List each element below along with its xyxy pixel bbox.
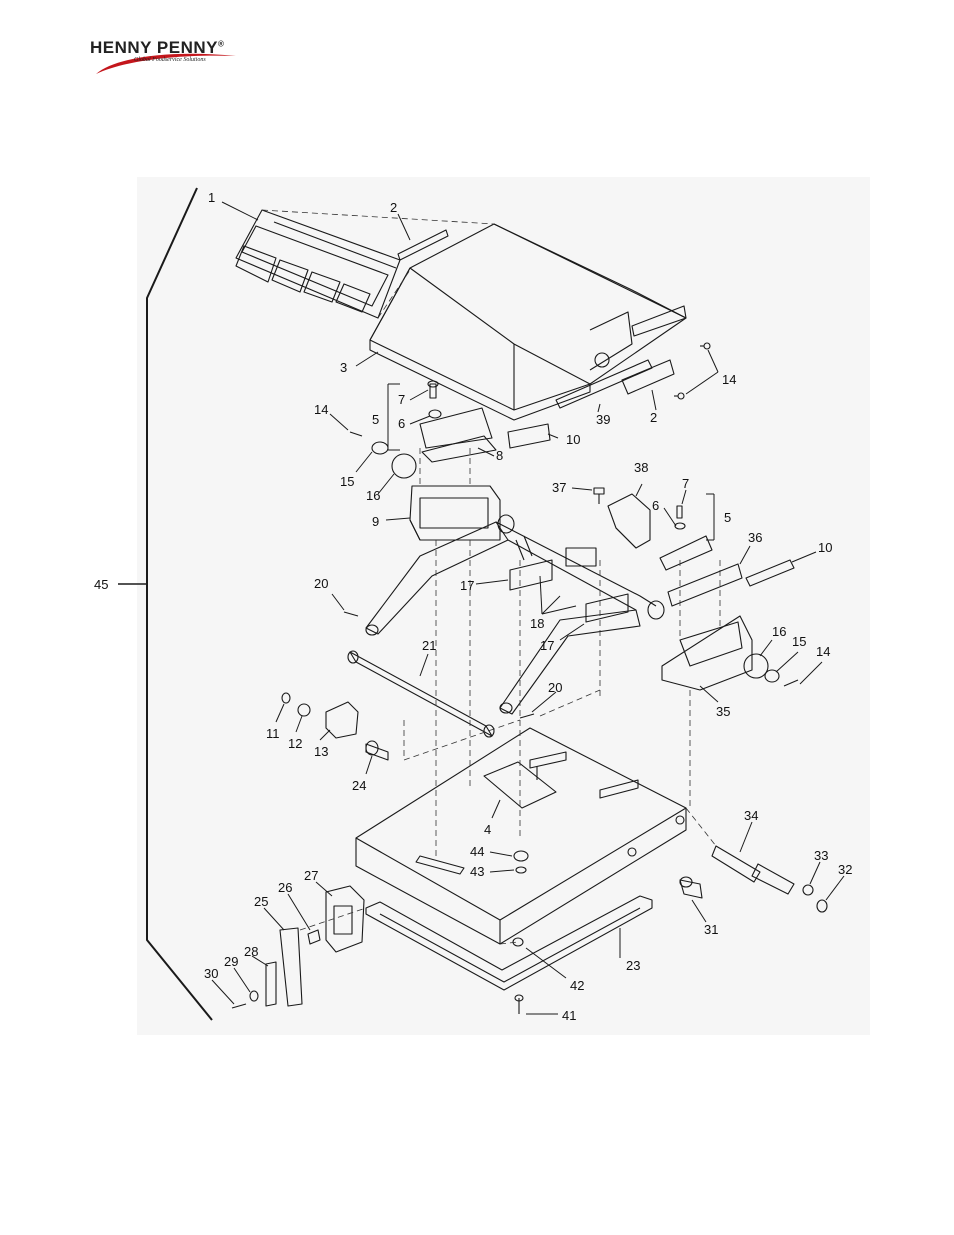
callout-label: 16 <box>772 624 786 639</box>
callout-label: 13 <box>314 744 328 759</box>
callout-label: 16 <box>366 488 380 503</box>
callout-label: 15 <box>340 474 354 489</box>
callout-label: 21 <box>422 638 436 653</box>
right-hinge-group <box>659 505 799 691</box>
callout-label: 20 <box>314 576 328 591</box>
callout-label: 45 <box>94 577 108 592</box>
callout-label: 5 <box>372 412 379 427</box>
callout-label: 9 <box>372 514 379 529</box>
callout-labels: 1 2 3 39 2 14 5 7 6 14 15 16 8 10 9 37 3… <box>94 190 852 1023</box>
callout-label: 23 <box>626 958 640 973</box>
part-21-rod <box>349 651 493 737</box>
callout-label: 6 <box>652 498 659 513</box>
part-1-cover-panel <box>235 209 401 319</box>
callout-label: 3 <box>340 360 347 375</box>
logo-tagline: Global Foodservice Solutions <box>134 57 206 63</box>
callout-label: 34 <box>744 808 758 823</box>
part-38-bracket <box>607 493 651 549</box>
callout-label: 27 <box>304 868 318 883</box>
callout-label: 2 <box>650 410 657 425</box>
logo-brand: HENNY PENNY® <box>90 38 225 57</box>
part-2-strip-right <box>621 359 675 395</box>
callout-label: 31 <box>704 922 718 937</box>
hinge-frame-arms <box>365 514 665 715</box>
callout-label: 7 <box>682 476 689 491</box>
base-platen <box>355 727 687 945</box>
part-34-pin <box>711 845 761 883</box>
assembly-bracket <box>146 187 213 1021</box>
part-2-strip-top <box>397 229 449 261</box>
henny-penny-logo: HENNY PENNY® Global Foodservice Solution… <box>86 38 246 74</box>
part-4-plate <box>483 761 557 809</box>
callout-label: 29 <box>224 954 238 969</box>
callout-label: 7 <box>398 392 405 407</box>
callout-label: 35 <box>716 704 730 719</box>
callout-label: 17 <box>540 638 554 653</box>
callout-label: 26 <box>278 880 292 895</box>
callout-label: 1 <box>208 190 215 205</box>
callout-label: 37 <box>552 480 566 495</box>
part-3-top-cover <box>369 223 687 421</box>
callout-label: 14 <box>722 372 736 387</box>
callout-label: 24 <box>352 778 366 793</box>
callout-label: 11 <box>266 726 280 741</box>
callout-label: 25 <box>254 894 268 909</box>
part-23-drip-frame <box>365 895 653 991</box>
callout-label: 6 <box>398 416 405 431</box>
callout-label: 32 <box>838 862 852 877</box>
callout-label: 4 <box>484 822 491 837</box>
left-latch-group <box>231 885 365 1009</box>
callout-label: 42 <box>570 978 584 993</box>
callout-label: 43 <box>470 864 484 879</box>
part-13-latch-block <box>325 701 359 739</box>
callout-label: 14 <box>816 644 830 659</box>
callout-label: 10 <box>566 432 580 447</box>
callout-label: 12 <box>288 736 302 751</box>
callout-label: 17 <box>460 578 474 593</box>
callout-label: 41 <box>562 1008 576 1023</box>
callout-label: 33 <box>814 848 828 863</box>
callout-label: 18 <box>530 616 544 631</box>
callout-label: 10 <box>818 540 832 555</box>
callout-label: 8 <box>496 448 503 463</box>
callout-label: 36 <box>748 530 762 545</box>
callout-label: 14 <box>314 402 328 417</box>
callout-label: 38 <box>634 460 648 475</box>
callout-label: 2 <box>390 200 397 215</box>
callout-label: 5 <box>724 510 731 525</box>
callout-label: 20 <box>548 680 562 695</box>
left-hinge-group <box>349 380 551 541</box>
diagram-panel <box>137 177 870 1035</box>
callout-label: 44 <box>470 844 484 859</box>
callout-label: 28 <box>244 944 258 959</box>
callout-label: 30 <box>204 966 218 981</box>
logo-swoosh-icon <box>96 53 236 74</box>
callout-label: 15 <box>792 634 806 649</box>
callout-label: 39 <box>596 412 610 427</box>
